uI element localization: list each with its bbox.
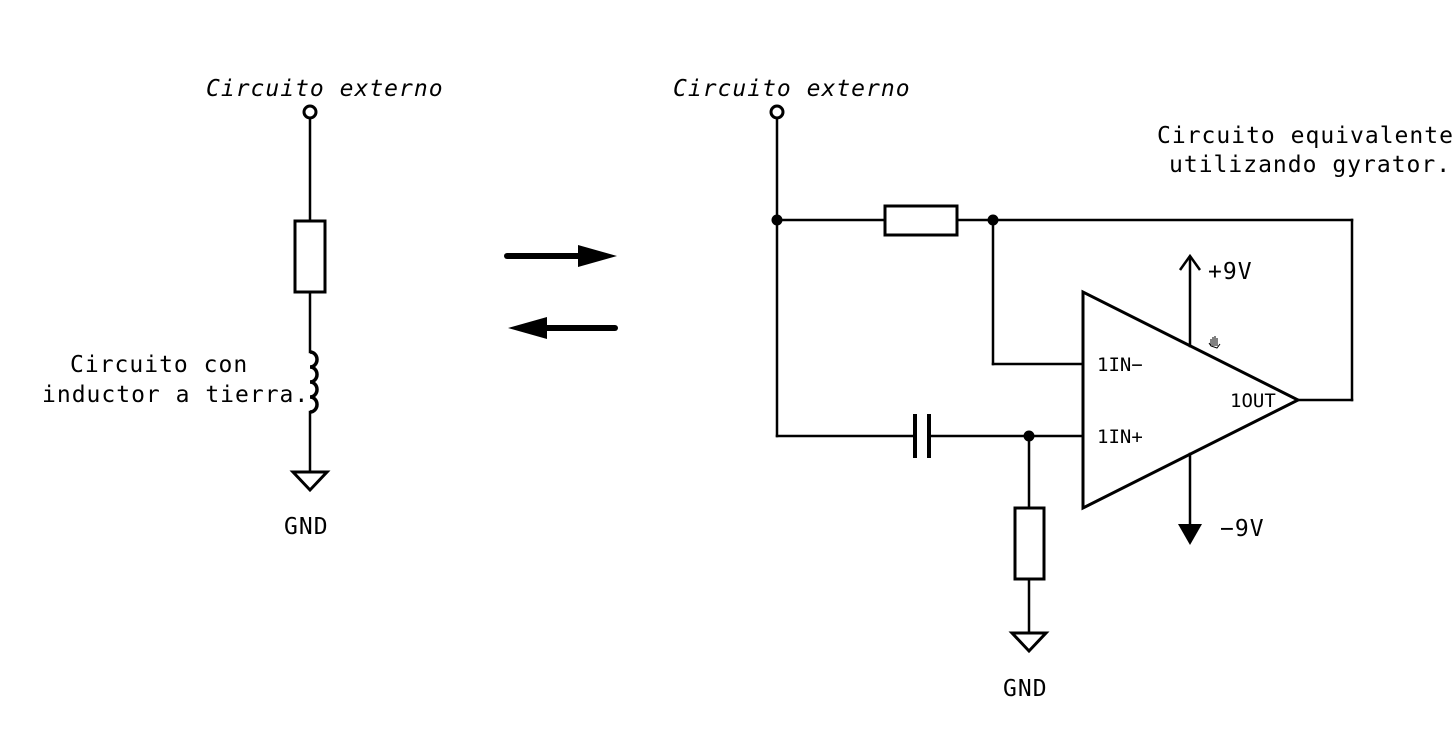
right-ground-resistor [1013,506,1046,581]
hand-cursor-icon [1208,336,1221,349]
left-circuit: Circuito externo GND Circuito con induct… [42,76,444,540]
right-circuit: Circuito externo GND 1IN− 1IN+ 1OUT [673,76,1454,702]
right-description-line1: Circuito equivalente [1157,123,1454,149]
equivalence-arrows [504,245,618,339]
opamp-pin-noninverting: 1IN+ [1097,426,1143,448]
junction-dot-left [771,214,783,226]
right-feedback-resistor [883,204,959,237]
right-terminal-node [769,104,785,120]
left-ground-icon [289,470,331,493]
opamp-pin-inverting: 1IN− [1097,354,1143,376]
right-terminal-label: Circuito externo [673,76,911,102]
supply-negative-label: −9V [1220,516,1265,542]
junction-dot-bottom [1023,430,1035,442]
junction-dot-top [987,214,999,226]
right-ground-icon [1008,631,1050,654]
right-description-line2: utilizando gyrator. [1169,152,1451,178]
left-terminal-label: Circuito externo [206,76,444,102]
right-ground-label: GND [1003,676,1048,702]
opamp-pin-output: 1OUT [1230,390,1276,412]
left-inductor [309,350,319,414]
left-description-line2: inductor a tierra. [42,382,309,408]
left-description-line1: Circuito con [70,352,248,378]
left-ground-label: GND [284,514,329,540]
left-terminal-node [302,104,318,120]
right-arrow-icon [578,245,617,267]
left-resistor [293,219,327,294]
supply-positive-arrow-icon [1178,253,1202,271]
supply-positive-label: +9V [1208,259,1253,285]
left-arrow-icon [508,317,547,339]
supply-negative-arrow-icon [1178,524,1202,545]
